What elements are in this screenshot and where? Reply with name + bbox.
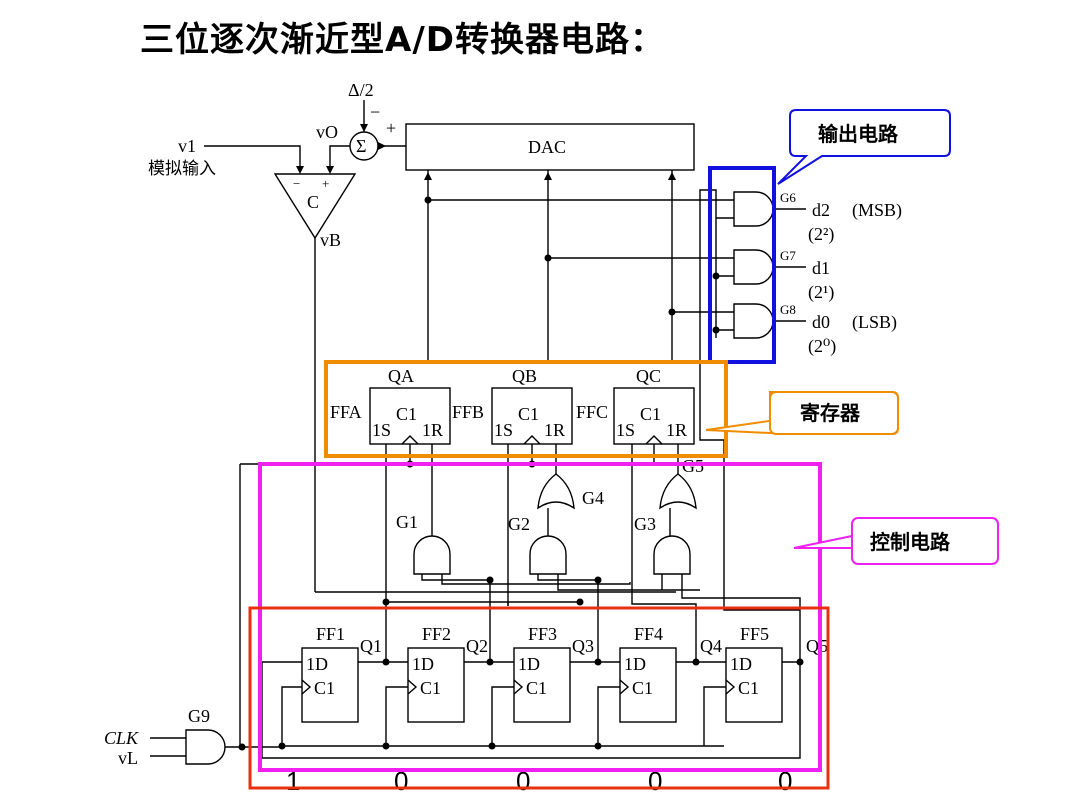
or-gate-g4 — [537, 473, 575, 510]
output-callout: 输出电路 — [777, 109, 951, 185]
register-callout: 寄存器 — [705, 391, 899, 435]
control-circuit-box — [258, 462, 822, 772]
ffa-c: C1 — [396, 404, 417, 424]
q1-label: Q1 — [360, 636, 382, 656]
q2-label: Q2 — [466, 636, 488, 656]
register-box — [324, 360, 728, 458]
analog-input-label: 模拟输入 — [148, 159, 216, 179]
ff5-d: 1D — [730, 654, 752, 674]
ff2-c: C1 — [420, 678, 441, 698]
ff2-label: FF2 — [422, 624, 451, 644]
vb-label: vB — [320, 230, 341, 250]
ffb-c: C1 — [518, 404, 539, 424]
and-gate-g8 — [733, 303, 774, 339]
and-gate-g9 — [185, 729, 226, 765]
output-d1: d1 — [812, 258, 830, 278]
ff3-d: 1D — [518, 654, 540, 674]
g8-label: G8 — [780, 302, 796, 317]
q5-label: Q5 — [806, 636, 828, 656]
dac-block — [405, 123, 695, 171]
v1-label: v1 — [178, 136, 196, 156]
ff2-d: 1D — [412, 654, 434, 674]
g3-label: G3 — [634, 514, 656, 534]
ff4-c: C1 — [632, 678, 653, 698]
ffc-s: 1S — [616, 420, 635, 440]
register-ffa — [369, 387, 451, 445]
ring-ff5 — [725, 647, 783, 723]
q4-label: Q4 — [700, 636, 722, 656]
ffa-r: 1R — [422, 420, 443, 440]
clk-label: CLK — [104, 728, 139, 748]
and-gate-g1 — [413, 535, 451, 575]
control-callout: 控制电路 — [793, 517, 999, 565]
ff3-c: C1 — [526, 678, 547, 698]
register-ffb — [491, 387, 573, 445]
ffb-s: 1S — [494, 420, 513, 440]
register-callout-text: 寄存器 — [800, 401, 861, 425]
qc-label: QC — [636, 366, 661, 386]
ffc-c: C1 — [640, 404, 661, 424]
ffc-r: 1R — [666, 420, 687, 440]
ff1-c: C1 — [314, 678, 335, 698]
output-d0-lsb: (LSB) — [852, 312, 897, 333]
and-gate-g7 — [733, 249, 774, 285]
ffc-label: FFC — [576, 402, 608, 422]
ff4-d: 1D — [624, 654, 646, 674]
qb-label: QB — [512, 366, 537, 386]
ring-ff1 — [301, 647, 359, 723]
register-ffc — [613, 387, 695, 445]
output-d0: d0 — [812, 312, 830, 332]
control-callout-text: 控制电路 — [870, 530, 951, 554]
summer-sigma: Σ — [356, 136, 366, 156]
ff5-c: C1 — [738, 678, 759, 698]
ring-ff4 — [619, 647, 677, 723]
dac-label: DAC — [528, 137, 566, 157]
ffb-r: 1R — [544, 420, 565, 440]
qa-label: QA — [388, 366, 414, 386]
ring-pin-labels: 1D C1 1D C1 1D C1 1D C1 1D C1 — [306, 654, 759, 698]
output-d2-msb: (MSB) — [852, 200, 902, 221]
output-callout-text: 输出电路 — [818, 122, 899, 146]
vo-label: vO — [316, 122, 338, 142]
comparator-plus: + — [322, 176, 329, 191]
ff1-d: 1D — [306, 654, 328, 674]
g9-label: G9 — [188, 706, 210, 726]
and-gate-g6 — [733, 191, 774, 227]
delta-half-label: Δ/2 — [348, 80, 374, 100]
output-circuit-box — [708, 166, 776, 364]
g4-label: G4 — [582, 488, 604, 508]
comparator-label: C — [307, 192, 319, 212]
ffb-label: FFB — [452, 402, 484, 422]
ff3-label: FF3 — [528, 624, 557, 644]
ring-ff2 — [407, 647, 465, 723]
summer-plus-sign: + — [386, 118, 396, 138]
vl-label: vL — [118, 748, 138, 768]
ff1-label: FF1 — [316, 624, 345, 644]
page-title: 三位逐次渐近型A/D转换器电路： — [140, 20, 665, 60]
register-pin-labels: 1S C1 1R 1S C1 1R 1S C1 1R — [372, 404, 687, 440]
ffa-s: 1S — [372, 420, 391, 440]
and-gate-g3 — [653, 535, 691, 575]
g1-label: G1 — [396, 512, 418, 532]
comparator — [273, 173, 357, 240]
g6-label: G6 — [780, 190, 796, 205]
output-d2: d2 — [812, 200, 830, 220]
and-gate-g2 — [529, 535, 567, 575]
output-d2-weight: (2²) — [808, 224, 834, 245]
or-gate-g5 — [659, 473, 697, 510]
output-d1-weight: (2¹) — [808, 282, 834, 303]
ring-counter-box — [248, 606, 830, 790]
g7-label: G7 — [780, 248, 796, 263]
g2-label: G2 — [508, 514, 530, 534]
output-d0-weight: (2⁰) — [808, 336, 836, 357]
ff4-label: FF4 — [634, 624, 663, 644]
q3-label: Q3 — [572, 636, 594, 656]
ffa-label: FFA — [330, 402, 362, 422]
comparator-minus: − — [293, 176, 300, 191]
ff5-label: FF5 — [740, 624, 769, 644]
ring-ff3 — [513, 647, 571, 723]
delta-minus-sign: − — [370, 102, 380, 122]
